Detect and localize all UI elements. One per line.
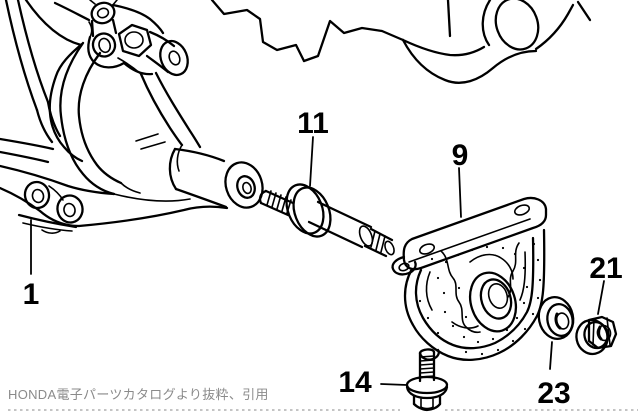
part-number-14: 14 xyxy=(338,366,372,399)
rubber-stipple-texture xyxy=(415,242,542,356)
nut-part-21-art xyxy=(575,315,618,356)
callout-part-11: 11 xyxy=(297,107,329,187)
bolt-part-14-art xyxy=(405,348,449,412)
callout-part-1: 1 xyxy=(23,219,40,311)
mount-part-9-art xyxy=(391,196,548,361)
leader-line-part-9 xyxy=(458,167,462,218)
washer-part-23-art xyxy=(537,296,575,340)
engine-outline-art xyxy=(210,0,592,84)
callout-part-9: 9 xyxy=(452,139,469,218)
leader-line-part-23 xyxy=(549,341,553,370)
part-number-21: 21 xyxy=(589,252,622,285)
part-number-1: 1 xyxy=(23,278,40,311)
source-caption: HONDA電子パーツカタログより抜粋、引用 xyxy=(8,387,269,402)
leader-line-part-14 xyxy=(380,383,408,386)
callout-part-21: 21 xyxy=(589,252,623,315)
engine-boss-cylinder xyxy=(494,0,540,51)
callout-part-14: 14 xyxy=(338,366,408,399)
part-number-9: 9 xyxy=(452,139,469,172)
leader-line-part-21 xyxy=(597,280,605,315)
stud-part-11-art xyxy=(258,183,395,258)
callouts: 1 11 9 21 23 14 xyxy=(23,107,623,410)
bracket-part-1-art xyxy=(0,0,264,234)
part-number-23: 23 xyxy=(537,377,570,410)
part-number-11: 11 xyxy=(297,107,329,140)
leader-line-part-11 xyxy=(309,136,314,187)
callout-part-23: 23 xyxy=(537,341,571,410)
